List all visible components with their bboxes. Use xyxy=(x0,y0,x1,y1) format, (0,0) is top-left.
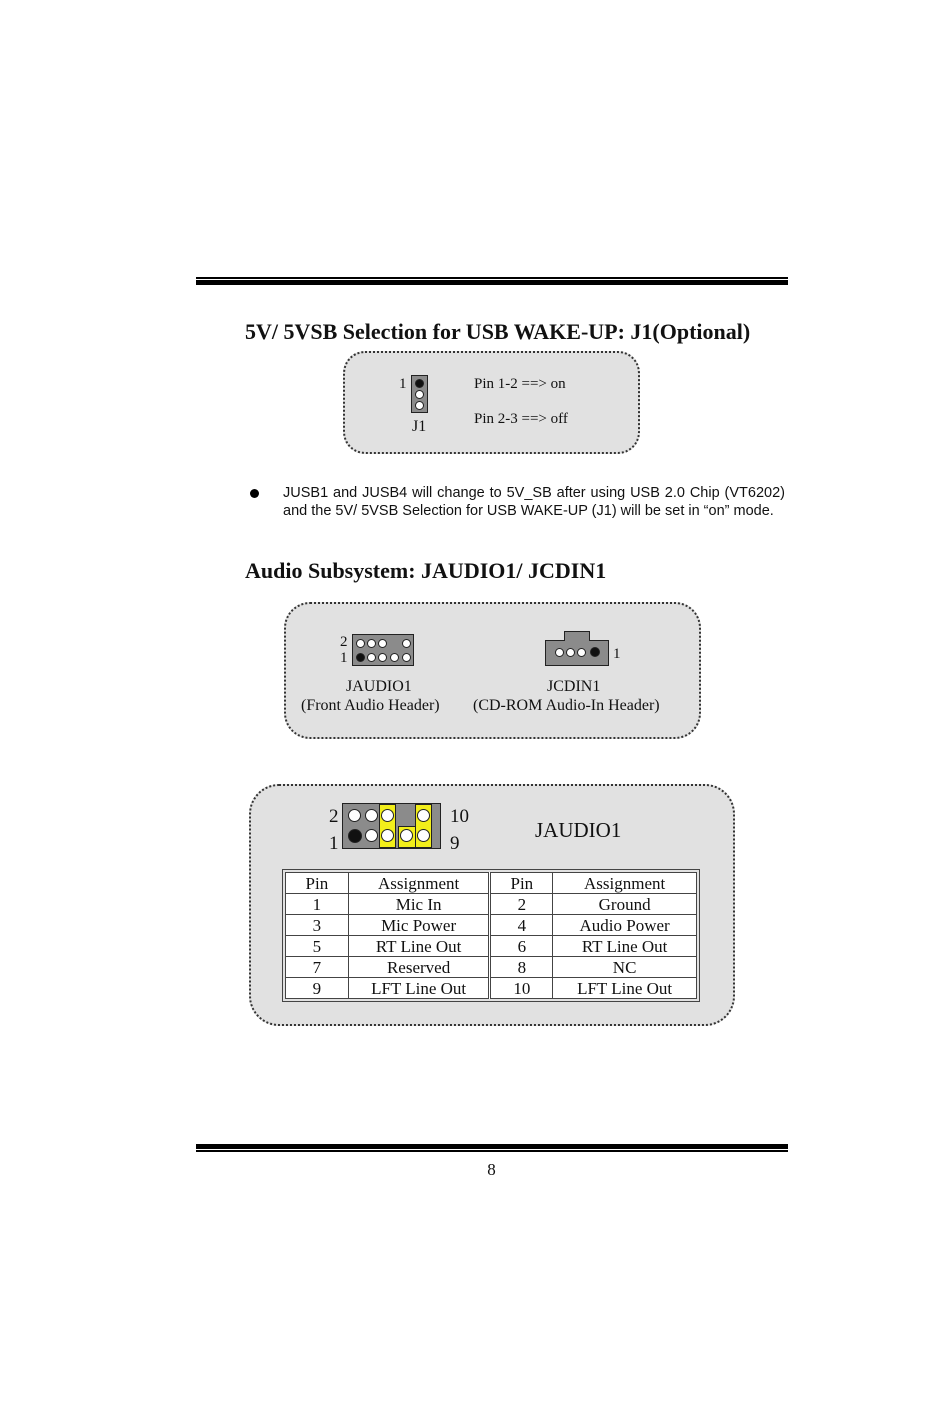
jaudio-table-title: JAUDIO1 xyxy=(535,818,622,842)
jaudio-pin-1 xyxy=(356,653,365,662)
table-cell: 4 xyxy=(489,914,554,936)
jcdin-pin1-label: 1 xyxy=(613,646,621,662)
table-header-cell: Pin xyxy=(489,872,554,894)
jaudio-pin-6 xyxy=(378,639,387,648)
table-cell: RT Line Out xyxy=(552,935,697,957)
jcdin-connector xyxy=(545,640,609,666)
big-pin-1 xyxy=(348,829,362,843)
table-cell: 3 xyxy=(285,914,349,936)
big-left-top-label: 2 xyxy=(329,806,339,827)
big-pin-9 xyxy=(417,829,430,842)
j1-setting-off: Pin 2-3 ==> off xyxy=(474,411,568,427)
table-cell: Audio Power xyxy=(552,914,697,936)
audio-panel xyxy=(284,602,701,739)
j1-pin-2 xyxy=(415,390,424,399)
table-cell: 6 xyxy=(489,935,554,957)
big-pin-6 xyxy=(381,809,394,822)
jaudio-pin-7 xyxy=(390,653,399,662)
table-header-cell: Assignment xyxy=(552,872,697,894)
j1-setting-on: Pin 1-2 ==> on xyxy=(474,376,566,392)
jaudio-desc: (Front Audio Header) xyxy=(301,697,440,714)
table-cell: LFT Line Out xyxy=(552,977,697,999)
page-number: 8 xyxy=(487,1160,496,1179)
table-cell: 1 xyxy=(285,893,349,915)
jaudio-pin-9 xyxy=(402,653,411,662)
jaudio-small-connector xyxy=(352,634,414,666)
table-cell: LFT Line Out xyxy=(347,977,492,999)
table-cell: Mic In xyxy=(347,893,492,915)
jcdin-pin-3 xyxy=(566,648,575,657)
audio-heading: Audio Subsystem: JAUDIO1/ JCDIN1 xyxy=(245,558,607,583)
jaudio-row1-label: 1 xyxy=(340,650,348,666)
j1-pin-1 xyxy=(415,379,424,388)
jaudio-pin-2 xyxy=(356,639,365,648)
top-rule xyxy=(196,277,788,285)
jaudio-pin-3 xyxy=(367,653,376,662)
table-cell: 8 xyxy=(489,956,554,978)
j1-pin1-label: 1 xyxy=(399,376,407,392)
table-header-cell: Assignment xyxy=(347,872,492,894)
table-cell: 5 xyxy=(285,935,349,957)
jaudio-pin-10 xyxy=(402,639,411,648)
jcdin-pin-1 xyxy=(590,647,600,657)
jaudio-pin-4 xyxy=(367,639,376,648)
table-cell: NC xyxy=(552,956,697,978)
jaudio-name: JAUDIO1 xyxy=(346,678,412,695)
big-pin-7 xyxy=(400,829,413,842)
jaudio-pin-5 xyxy=(378,653,387,662)
j1-jumper xyxy=(411,375,428,413)
jcdin-pin-4 xyxy=(555,648,564,657)
j1-panel xyxy=(343,351,640,454)
jcdin-pin-2 xyxy=(577,648,586,657)
table-cell: 7 xyxy=(285,956,349,978)
j1-label: J1 xyxy=(412,418,427,435)
bullet-icon xyxy=(250,489,259,498)
jcdin-desc: (CD-ROM Audio-In Header) xyxy=(473,697,660,714)
jaudio-row2-label: 2 xyxy=(340,634,348,650)
big-left-bottom-label: 1 xyxy=(329,833,339,854)
big-pin-5 xyxy=(381,829,394,842)
table-cell: Ground xyxy=(552,893,697,915)
table-cell: 2 xyxy=(489,893,554,915)
table-cell: 10 xyxy=(489,977,554,999)
bottom-rule xyxy=(196,1144,788,1152)
big-right-bottom-label: 9 xyxy=(450,833,460,854)
table-header-cell: Pin xyxy=(285,872,349,894)
j1-heading: 5V/ 5VSB Selection for USB WAKE-UP: J1(O… xyxy=(245,319,751,344)
big-right-top-label: 10 xyxy=(450,806,469,827)
table-cell: Reserved xyxy=(347,956,492,978)
j1-pin-3 xyxy=(415,401,424,410)
jcdin-key-tab xyxy=(564,631,590,641)
usb-note-text: JUSB1 and JUSB4 will change to 5V_SB aft… xyxy=(283,485,785,519)
big-pin-4 xyxy=(365,809,378,822)
big-pin-10 xyxy=(417,809,430,822)
jaudio-large-connector xyxy=(342,803,441,849)
jcdin-name: JCDIN1 xyxy=(547,678,601,695)
big-pin-3 xyxy=(365,829,378,842)
table-cell: Mic Power xyxy=(347,914,492,936)
table-cell: 9 xyxy=(285,977,349,999)
big-pin-2 xyxy=(348,809,361,822)
table-cell: RT Line Out xyxy=(347,935,492,957)
